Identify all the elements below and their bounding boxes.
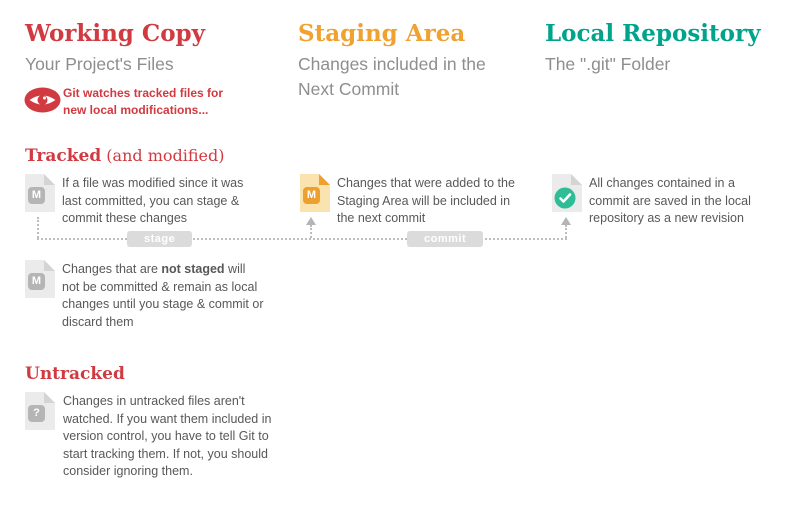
- unstaged-text-part1: Changes that are: [62, 262, 162, 276]
- modified-file-icon: M: [25, 174, 55, 212]
- stage-label: stage: [127, 231, 193, 247]
- unstaged-text-bold: not staged: [161, 262, 225, 276]
- flow-line: [37, 238, 567, 240]
- tracked-heading: Tracked (and modified): [25, 146, 225, 166]
- local-repository-title: Local Repository: [545, 20, 761, 47]
- staged-file-text: Changes that were added to the Staging A…: [337, 176, 515, 225]
- arrow-up-staging-icon: [306, 217, 316, 225]
- flow-stub-repository: [565, 225, 567, 238]
- tracked-heading-suffix: (and modified): [101, 146, 225, 165]
- staged-file-icon: M: [300, 174, 330, 212]
- flow-stub-working-copy: [37, 217, 39, 238]
- untracked-file-text: Changes in untracked files aren't watche…: [63, 394, 272, 478]
- untracked-badge-letter: ?: [28, 405, 45, 422]
- watch-note: Git watches tracked files for new local …: [63, 86, 224, 117]
- staging-area-title: Staging Area: [298, 20, 466, 47]
- staged-badge-letter: M: [303, 187, 320, 204]
- unstaged-file-icon: M: [25, 260, 55, 298]
- tracked-heading-title: Tracked: [25, 146, 102, 166]
- unstaged-badge-letter: M: [28, 273, 45, 290]
- committed-file-text: All changes contained in a commit are sa…: [589, 176, 751, 225]
- modified-file-text: If a file was modified since it was last…: [62, 176, 244, 225]
- untracked-heading: Untracked: [25, 364, 125, 384]
- committed-file-icon: [552, 174, 582, 212]
- arrow-up-repository-icon: [561, 217, 571, 225]
- staging-area-subtitle: Changes included in the Next Commit: [298, 54, 486, 99]
- eye-icon: [24, 87, 61, 113]
- working-copy-title: Working Copy: [25, 20, 205, 47]
- unstaged-text-part2: will not be committed & remain as local …: [62, 262, 264, 329]
- working-copy-subtitle: Your Project's Files: [25, 54, 174, 74]
- modified-badge-letter: M: [28, 187, 45, 204]
- untracked-heading-title: Untracked: [25, 364, 125, 384]
- flow-stub-staging: [310, 225, 312, 238]
- untracked-file-icon: ?: [25, 392, 55, 430]
- unstaged-file-text: Changes that are not staged will not be …: [62, 261, 264, 331]
- commit-label: commit: [407, 231, 484, 247]
- local-repository-subtitle: The ".git" Folder: [545, 54, 671, 74]
